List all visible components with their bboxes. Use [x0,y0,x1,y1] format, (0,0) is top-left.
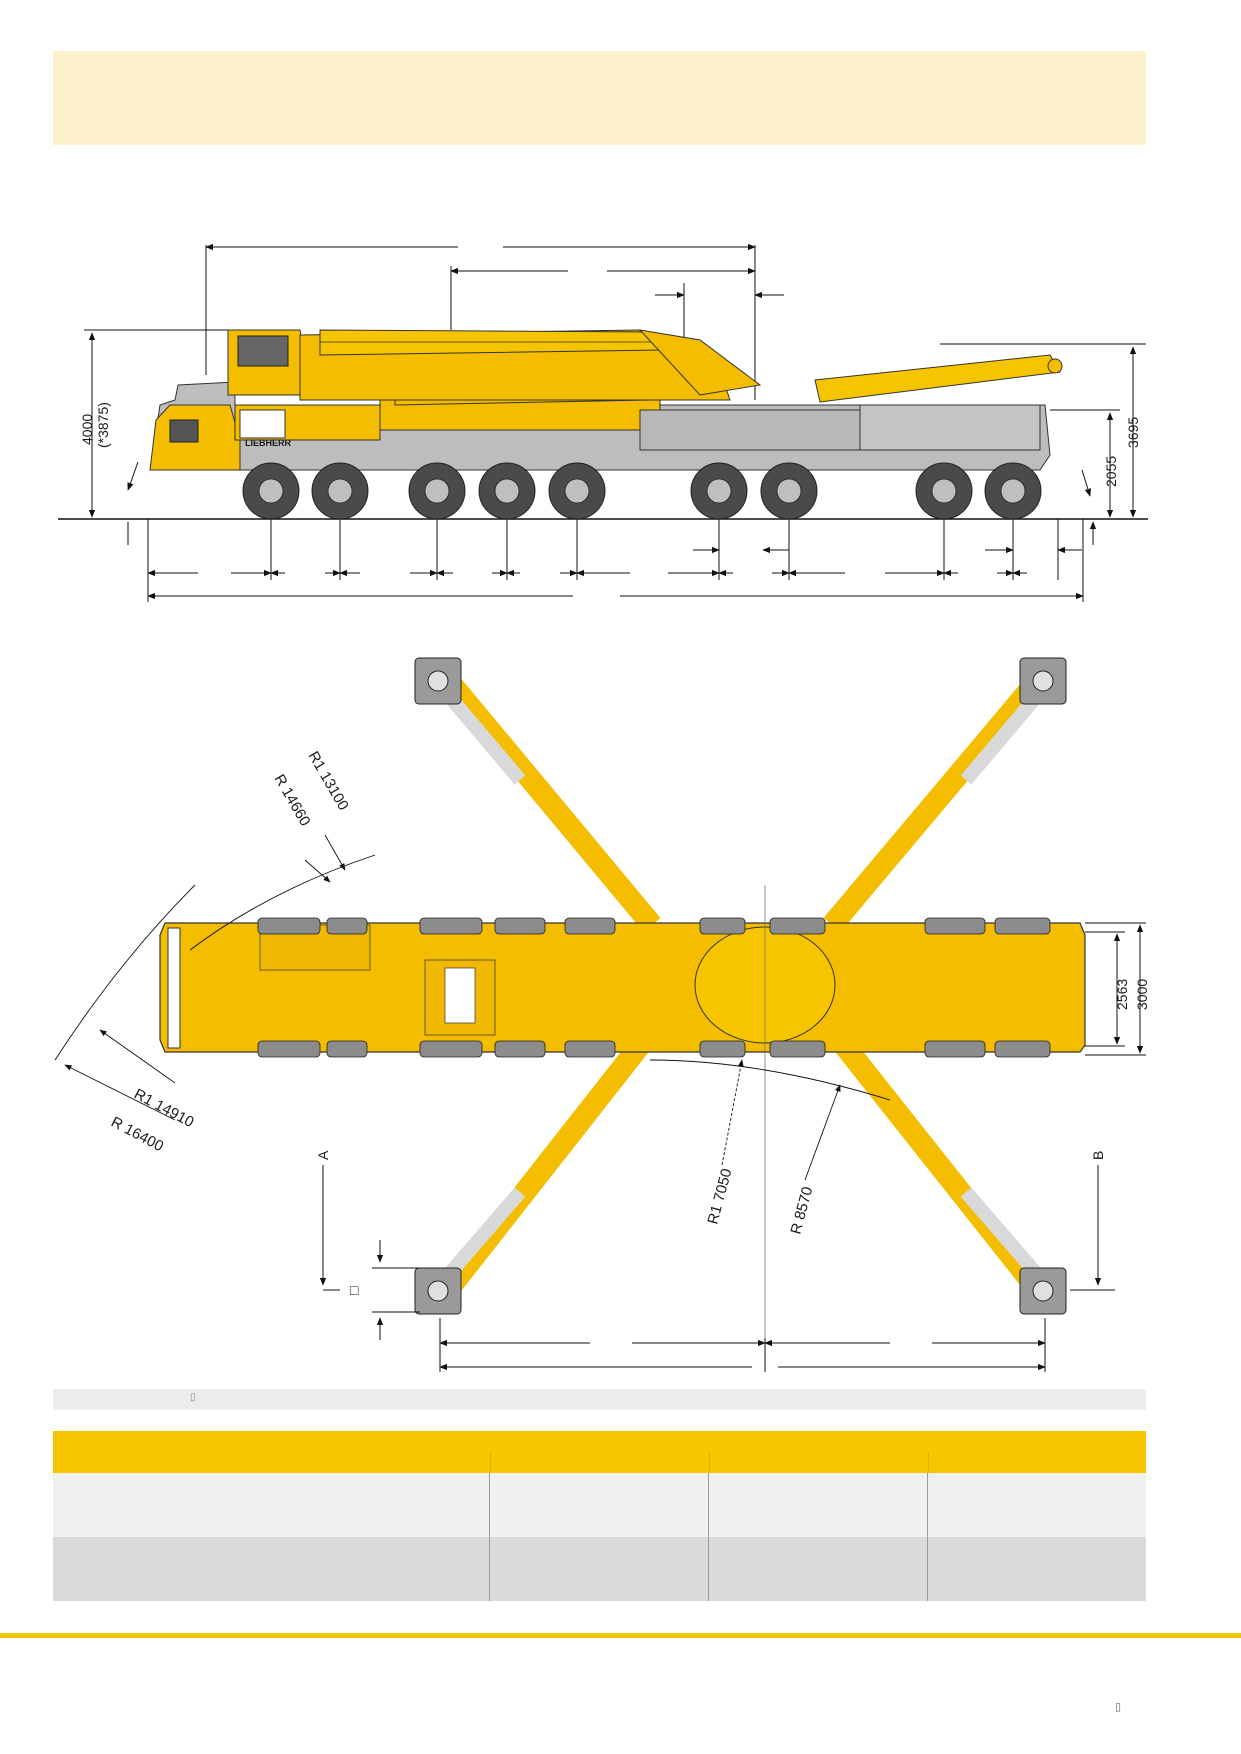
table-cell [53,1537,490,1601]
data-table [53,1431,1146,1601]
height-2055-label: 2055 [1103,456,1119,487]
dim-a-label: A [315,1150,331,1160]
table-cell [490,1473,709,1537]
header-divider [928,1452,929,1473]
radius-7050-label: R1 7050 [704,1167,735,1226]
height-3875-label: (*3875) [95,402,111,448]
table-cell [709,1537,928,1601]
note-bar [53,1389,1146,1410]
footer-rule [0,1633,1241,1638]
radius-14910-label: R1 14910 [131,1086,196,1132]
crane-drawing: LIEBHERR [54,243,1150,1372]
dim-b-label: B [1090,1151,1106,1160]
width-3000-label: 3000 [1134,979,1150,1010]
table-cell [53,1473,490,1537]
table-cell [490,1537,709,1601]
radius-14660-label: R 14660 [271,772,314,830]
table-cell [928,1473,1146,1537]
header-divider [490,1452,491,1473]
side-view: LIEBHERR [58,243,1148,602]
brand-label: LIEBHERR [245,438,292,448]
header-band [53,51,1146,145]
radius-16400-label: R 16400 [108,1114,166,1156]
table-header [53,1431,1146,1473]
square-glyph: □ [350,1282,359,1298]
table-cell [709,1473,928,1537]
page-number-glyph: ▯ [1115,1700,1122,1713]
radius-8570-label: R 8570 [787,1185,816,1236]
top-view: 2563 3000 A B □ R1 13100 R 1 [54,657,1150,1372]
header-divider [709,1452,710,1473]
height-3695-label: 3695 [1125,417,1141,448]
radius-13100-label: R1 13100 [305,749,352,814]
table-row [53,1473,1146,1537]
table-cell [928,1537,1146,1601]
table-row [53,1537,1146,1601]
width-2563-label: 2563 [1114,979,1130,1010]
height-4000-label: 4000 [79,414,95,445]
note-glyph: ▯ [190,1392,196,1403]
